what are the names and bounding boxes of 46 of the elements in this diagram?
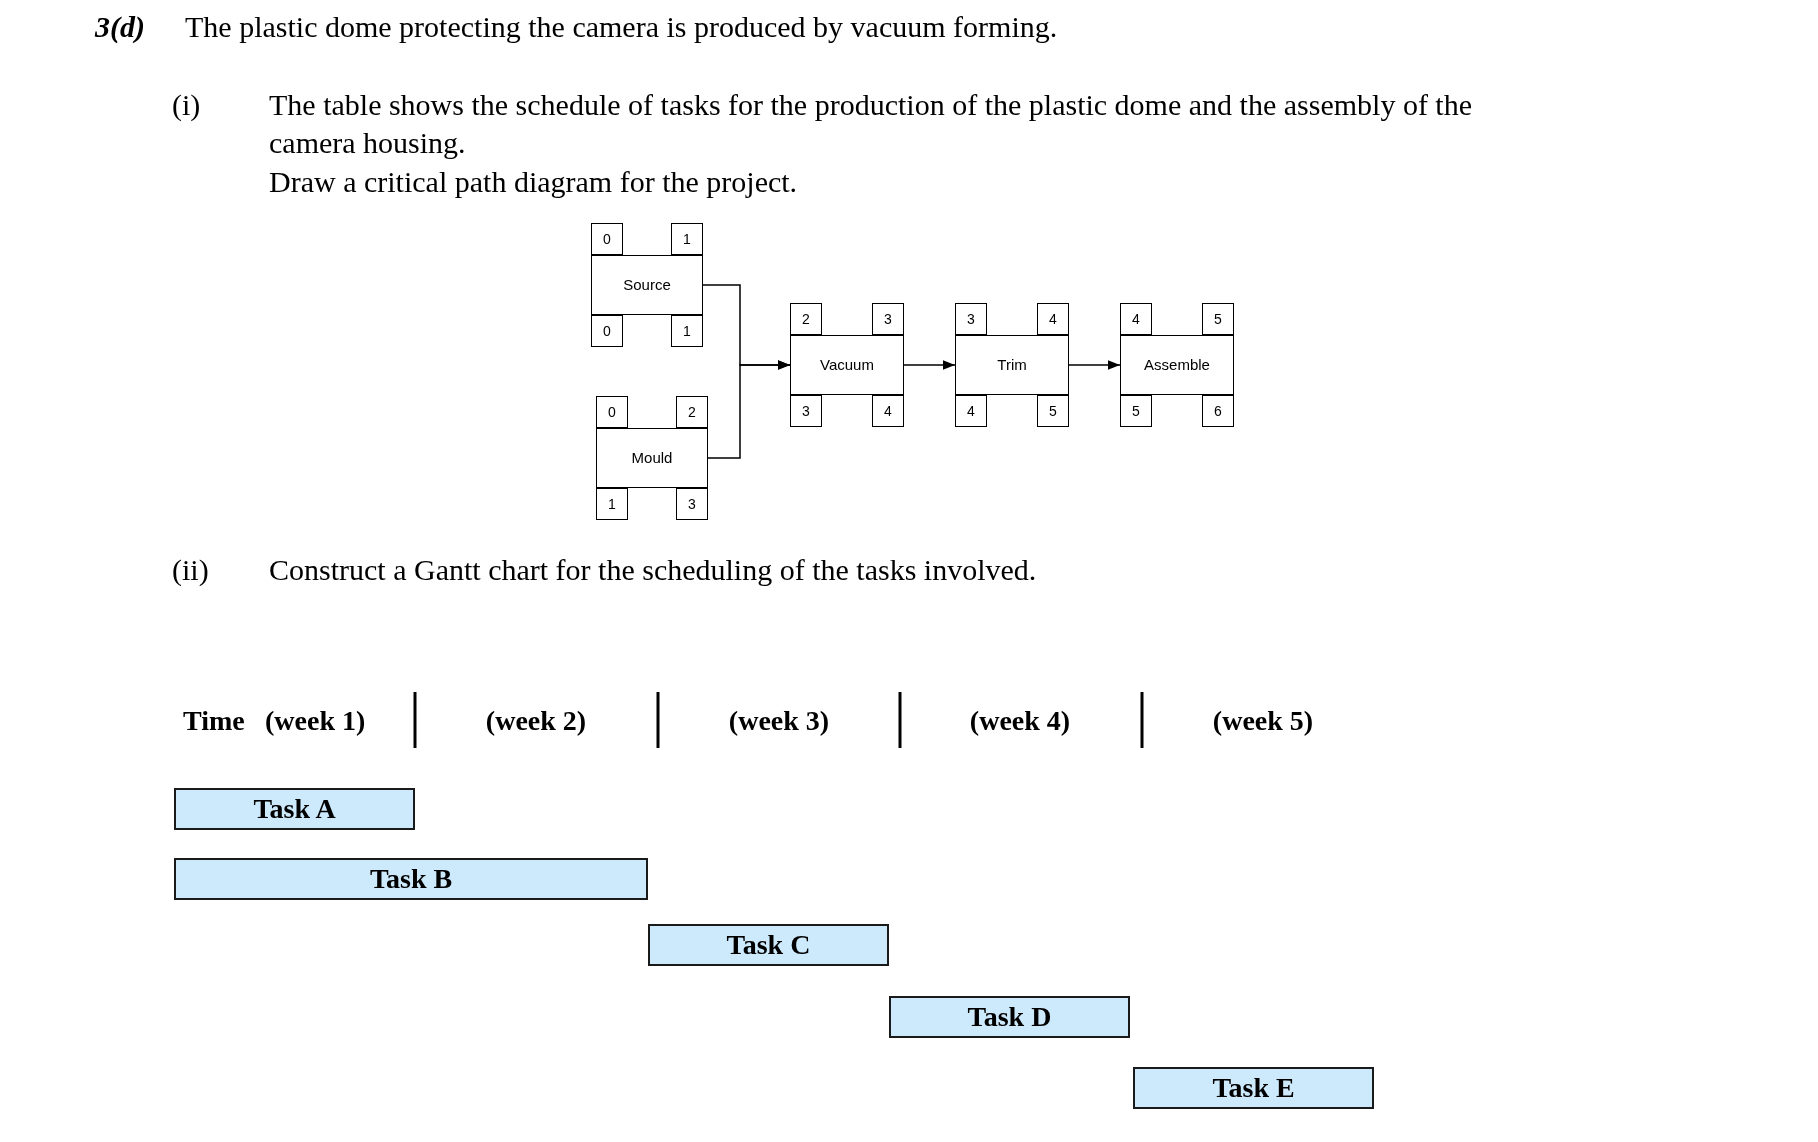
activity-box: Vacuum xyxy=(790,335,904,395)
label-text: 3(d) xyxy=(95,9,146,45)
label-text: Time xyxy=(183,704,246,738)
number-box: 1 xyxy=(596,488,628,520)
label-text: (week 4) xyxy=(968,704,1072,738)
number-box: 2 xyxy=(790,303,822,335)
task-bar: Task C xyxy=(648,924,889,966)
number-box: 3 xyxy=(955,303,987,335)
label-text: (week 2) xyxy=(484,704,588,738)
arrow xyxy=(707,360,791,459)
number-box: 4 xyxy=(1037,303,1069,335)
arrow xyxy=(903,360,956,370)
arrow xyxy=(1068,360,1121,370)
number-box: 5 xyxy=(1120,395,1152,427)
label-text: (i) xyxy=(172,87,202,123)
number-box: 6 xyxy=(1202,395,1234,427)
label-text: The table shows the schedule of tasks for the production of the plastic dome and the assembly of the camera housing. xyxy=(269,87,1474,161)
label-text: The plastic dome protecting the camera is produced by vacuum forming. xyxy=(185,9,1059,45)
number-box: 4 xyxy=(872,395,904,427)
task-bar: Task D xyxy=(889,996,1130,1038)
activity-box: Source xyxy=(591,255,703,315)
number-box: 1 xyxy=(671,223,703,255)
task-bar: Task E xyxy=(1133,1067,1374,1109)
label-text: (ii) xyxy=(172,552,210,588)
number-box: 0 xyxy=(596,396,628,428)
number-box: 1 xyxy=(671,315,703,347)
number-box: 0 xyxy=(591,315,623,347)
number-box: 4 xyxy=(955,395,987,427)
number-box: 0 xyxy=(591,223,623,255)
number-box: 3 xyxy=(872,303,904,335)
label-text: (week 3) xyxy=(727,704,831,738)
activity-box: Mould xyxy=(596,428,708,488)
activity-box: Assemble xyxy=(1120,335,1234,395)
number-box: 5 xyxy=(1202,303,1234,335)
number-box: 2 xyxy=(676,396,708,428)
number-box: 4 xyxy=(1120,303,1152,335)
task-bar: Task B xyxy=(174,858,648,900)
label-text: Construct a Gantt chart for the scheduling of the tasks involved. xyxy=(269,552,1038,588)
number-box: 3 xyxy=(790,395,822,427)
number-box: 3 xyxy=(676,488,708,520)
task-bar: Task A xyxy=(174,788,415,830)
label-text: Draw a critical path diagram for the project. xyxy=(269,164,799,200)
label-text: (week 1) xyxy=(265,704,367,738)
label-text: (week 5) xyxy=(1211,704,1315,738)
number-box: 5 xyxy=(1037,395,1069,427)
activity-box: Trim xyxy=(955,335,1069,395)
